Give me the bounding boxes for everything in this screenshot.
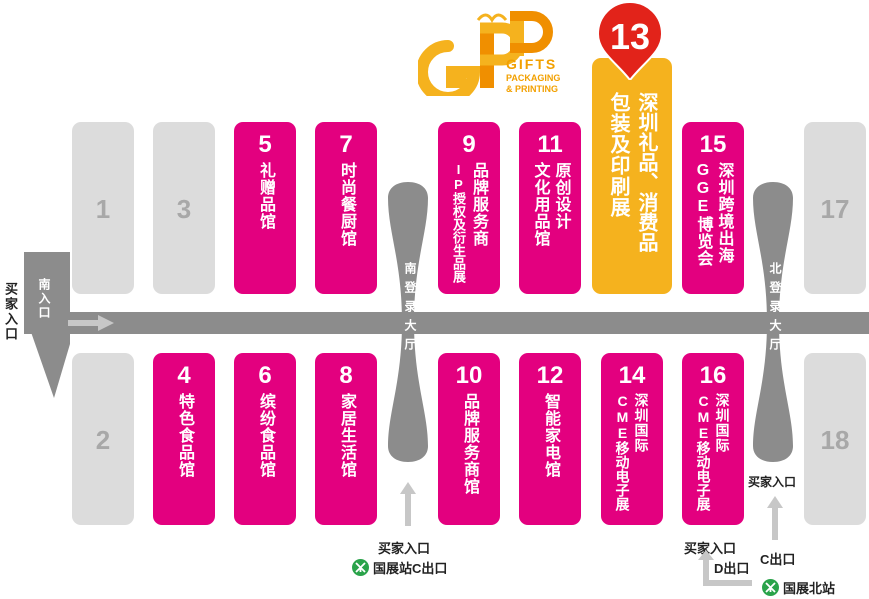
hall-18-number: 18 bbox=[820, 425, 850, 455]
logo-line-gifts: GIFTS bbox=[506, 56, 558, 72]
hall-13[interactable]: 包装及印刷展 深圳礼品、消费品 bbox=[592, 58, 672, 294]
hall-1-number: 1 bbox=[95, 194, 111, 224]
hall-16-name-line2: 深圳国际 bbox=[714, 393, 731, 453]
hall-7[interactable]: 7 时尚餐厨馆 bbox=[315, 122, 377, 294]
hall-4-number: 4 bbox=[177, 362, 191, 389]
hall-16-number: 16 bbox=[699, 362, 727, 389]
hall-13-badge-pin bbox=[596, 0, 664, 80]
hall-6[interactable]: 6 缤纷食品馆 bbox=[234, 353, 296, 525]
north-d-exit-arrow bbox=[698, 550, 752, 586]
hall-11-name-line2: 原创设计 bbox=[552, 162, 570, 230]
hall-3-number: 3 bbox=[176, 194, 192, 224]
exit-c-label: C出口 bbox=[760, 552, 796, 567]
hall-5[interactable]: 5 礼赠品馆 bbox=[234, 122, 296, 294]
hall-15-name-line2: 深圳跨境出海 bbox=[715, 162, 733, 264]
south-buyer-entrance-label: 买家入口 bbox=[378, 541, 431, 556]
exit-c-station[interactable]: 国展站C出口 bbox=[352, 558, 447, 577]
hall-14[interactable]: 14 CME移动电子展 深圳国际 bbox=[601, 353, 663, 525]
hall-3[interactable]: 3 bbox=[153, 122, 215, 294]
hall-12-number: 12 bbox=[536, 362, 564, 389]
hall-8-name: 家居生活馆 bbox=[338, 393, 355, 478]
hall-14-name-line1: CME移动电子展 bbox=[614, 393, 631, 511]
hall-8[interactable]: 8 家居生活馆 bbox=[315, 353, 377, 525]
hall-18[interactable]: 18 bbox=[804, 353, 866, 525]
hall-2[interactable]: 2 bbox=[72, 353, 134, 525]
hall-17[interactable]: 17 bbox=[804, 122, 866, 294]
north-lobby-label: 北登录大厅 bbox=[768, 262, 782, 357]
hall-12[interactable]: 12 智能家电馆 bbox=[519, 353, 581, 525]
hall-7-number: 7 bbox=[339, 131, 353, 158]
logo-line-printing: & PRINTING bbox=[506, 84, 559, 94]
hall-4-name: 特色食品馆 bbox=[176, 393, 193, 478]
hall-13-name-line2: 深圳礼品、消费品 bbox=[635, 92, 657, 252]
hall-6-name: 缤纷食品馆 bbox=[257, 393, 274, 478]
hall-9[interactable]: 9 IP授权及衍生品展 品牌服务商 bbox=[438, 122, 500, 294]
hall-9-name-line1: IP授权及衍生品展 bbox=[451, 162, 466, 283]
north-lobby-shape bbox=[753, 182, 793, 462]
logo-line-packaging: PACKAGING bbox=[506, 73, 561, 83]
hall-4[interactable]: 4 特色食品馆 bbox=[153, 353, 215, 525]
south-entrance-arrow-shape bbox=[24, 252, 70, 398]
hall-12-name: 智能家电馆 bbox=[542, 393, 559, 478]
hall-17-number: 17 bbox=[820, 194, 850, 224]
north-station[interactable]: 国展北站 bbox=[762, 578, 835, 597]
gpp-logo-mark bbox=[418, 11, 553, 96]
hall-7-name: 时尚餐厨馆 bbox=[338, 162, 355, 247]
hall-5-number: 5 bbox=[258, 131, 272, 158]
hall-5-name: 礼赠品馆 bbox=[257, 162, 274, 230]
hall-10[interactable]: 10 品牌服务商馆 bbox=[438, 353, 500, 525]
south-lobby-label: 南登录大厅 bbox=[403, 262, 417, 357]
hall-15[interactable]: 15 GGE博览会 深圳跨境出海 bbox=[682, 122, 744, 294]
hall-10-number: 10 bbox=[455, 362, 483, 389]
right-buyer-entrance-label: 买家入口 bbox=[748, 475, 797, 489]
metro-icon bbox=[762, 579, 779, 596]
hall-11-number: 11 bbox=[537, 131, 563, 158]
hall-8-number: 8 bbox=[339, 362, 353, 389]
hall-15-number: 15 bbox=[699, 131, 727, 158]
hall-2-number: 2 bbox=[95, 425, 111, 455]
hall-13-name-line1: 包装及印刷展 bbox=[607, 92, 629, 218]
north-station-label: 国展北站 bbox=[783, 581, 836, 596]
buyer-entrance-left-label: 买家入口 bbox=[3, 282, 18, 342]
hall-14-name-line2: 深圳国际 bbox=[633, 393, 650, 453]
metro-icon bbox=[352, 559, 369, 576]
south-lobby-shape bbox=[388, 182, 428, 462]
hall-1[interactable]: 1 bbox=[72, 122, 134, 294]
exit-d-label: D出口 bbox=[714, 561, 750, 576]
hall-16-name-line1: CME移动电子展 bbox=[695, 393, 712, 511]
north-c-exit-arrow bbox=[767, 496, 783, 540]
hall-11-name-line1: 文化用品馆 bbox=[531, 162, 549, 247]
exit-c-station-label: 国展站C出口 bbox=[373, 561, 448, 576]
main-corridor bbox=[24, 312, 869, 334]
left-buyer-entrance-label: 买家入口 bbox=[684, 541, 737, 556]
hall-9-name-line2: 品牌服务商 bbox=[470, 162, 487, 247]
hall-15-name-line1: GGE博览会 bbox=[694, 162, 712, 267]
hall-9-number: 9 bbox=[462, 131, 476, 158]
hall-10-name: 品牌服务商馆 bbox=[461, 393, 478, 495]
hall-16[interactable]: 16 CME移动电子展 深圳国际 bbox=[682, 353, 744, 525]
south-gate-label: 南入口 bbox=[37, 278, 51, 320]
hall-14-number: 14 bbox=[618, 362, 646, 389]
corridor-direction-arrow bbox=[68, 315, 114, 331]
south-buyer-entrance-arrow bbox=[400, 482, 416, 526]
hall-6-number: 6 bbox=[258, 362, 272, 389]
hall-13-badge-number: 13 bbox=[609, 16, 651, 57]
hall-11[interactable]: 11 文化用品馆 原创设计 bbox=[519, 122, 581, 294]
